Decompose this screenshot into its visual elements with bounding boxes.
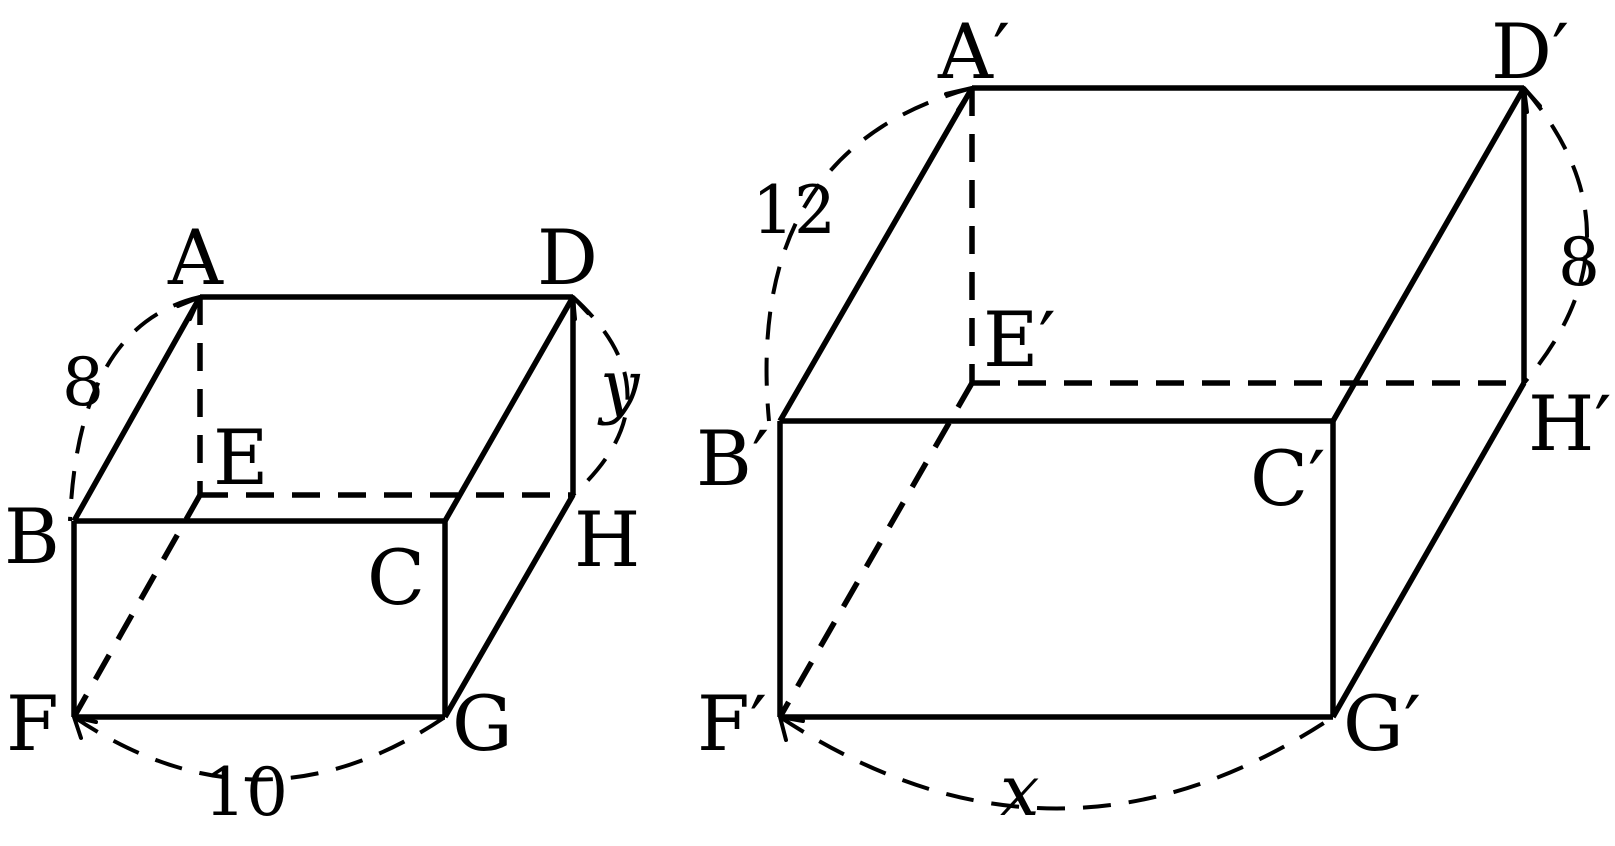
left-arrowhead-dh	[571, 295, 590, 321]
right-label-b: B′	[696, 414, 769, 503]
left-label-g: G	[452, 679, 513, 768]
left-arc-dh	[571, 295, 630, 497]
left-edge-ef	[71, 493, 203, 719]
left-edge-dc	[442, 295, 576, 523]
left-arc-ab	[68, 295, 201, 522]
left-edge-ab	[71, 295, 203, 523]
right-label-d: D′	[1491, 7, 1569, 96]
right-arrowhead-ab	[944, 86, 974, 112]
right-edge-gh	[1330, 381, 1527, 719]
right-label-g: G′	[1343, 679, 1421, 768]
right-measure-fg: x	[1000, 750, 1039, 832]
left-measure-ab: 8	[62, 344, 104, 421]
left-label-c: C	[367, 533, 425, 622]
left-measure-dh: y	[597, 345, 641, 427]
left-arrowhead-ab	[176, 295, 202, 321]
right-measure-dh: 8	[1558, 224, 1600, 301]
right-arrowhead-dh	[1522, 86, 1542, 114]
right-label-e: E′	[983, 295, 1056, 384]
right-edge-ab	[777, 86, 975, 423]
right-label-a: A′	[937, 7, 1010, 96]
right-label-h: H′	[1528, 379, 1612, 468]
left-label-d: D	[537, 213, 598, 302]
left-label-b: B	[4, 492, 60, 581]
right-arc-dh	[1522, 86, 1589, 385]
left-arrowhead-fg	[72, 715, 98, 740]
left-label-h: H	[574, 495, 640, 584]
right-edge-dc	[1330, 86, 1527, 423]
left-measure-fg: 10	[204, 754, 288, 831]
right-label-c: C′	[1250, 434, 1325, 523]
left-label-a: A	[167, 213, 224, 302]
left-edge-gh	[442, 493, 576, 719]
left-prism: A D E B C H F G 8 10 y	[4, 213, 641, 831]
right-edge-ef	[777, 381, 975, 719]
left-label-f: F	[6, 679, 59, 768]
right-arc-fg	[778, 715, 1335, 811]
left-arc-fg	[72, 715, 447, 782]
right-arrowhead-fg	[778, 715, 805, 742]
right-label-f: F′	[697, 679, 767, 768]
right-arc-ab	[764, 86, 973, 422]
right-prism: A′ D′ E′ B′ C′ H′ F′ G′ 12 x 8	[696, 7, 1612, 832]
left-label-e: E	[213, 413, 268, 502]
right-measure-ab: 12	[752, 172, 836, 249]
